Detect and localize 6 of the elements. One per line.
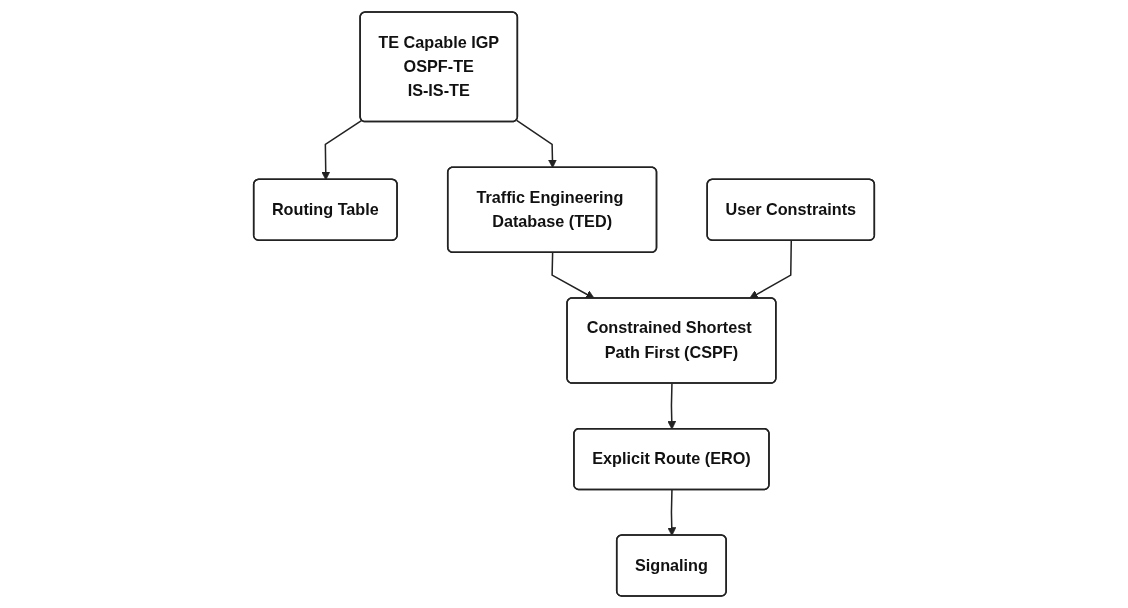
arrow <box>667 382 677 430</box>
arrow <box>515 119 557 169</box>
arrow <box>551 252 595 299</box>
arrow <box>749 239 792 299</box>
arrow <box>321 119 363 181</box>
arrow <box>667 489 677 536</box>
